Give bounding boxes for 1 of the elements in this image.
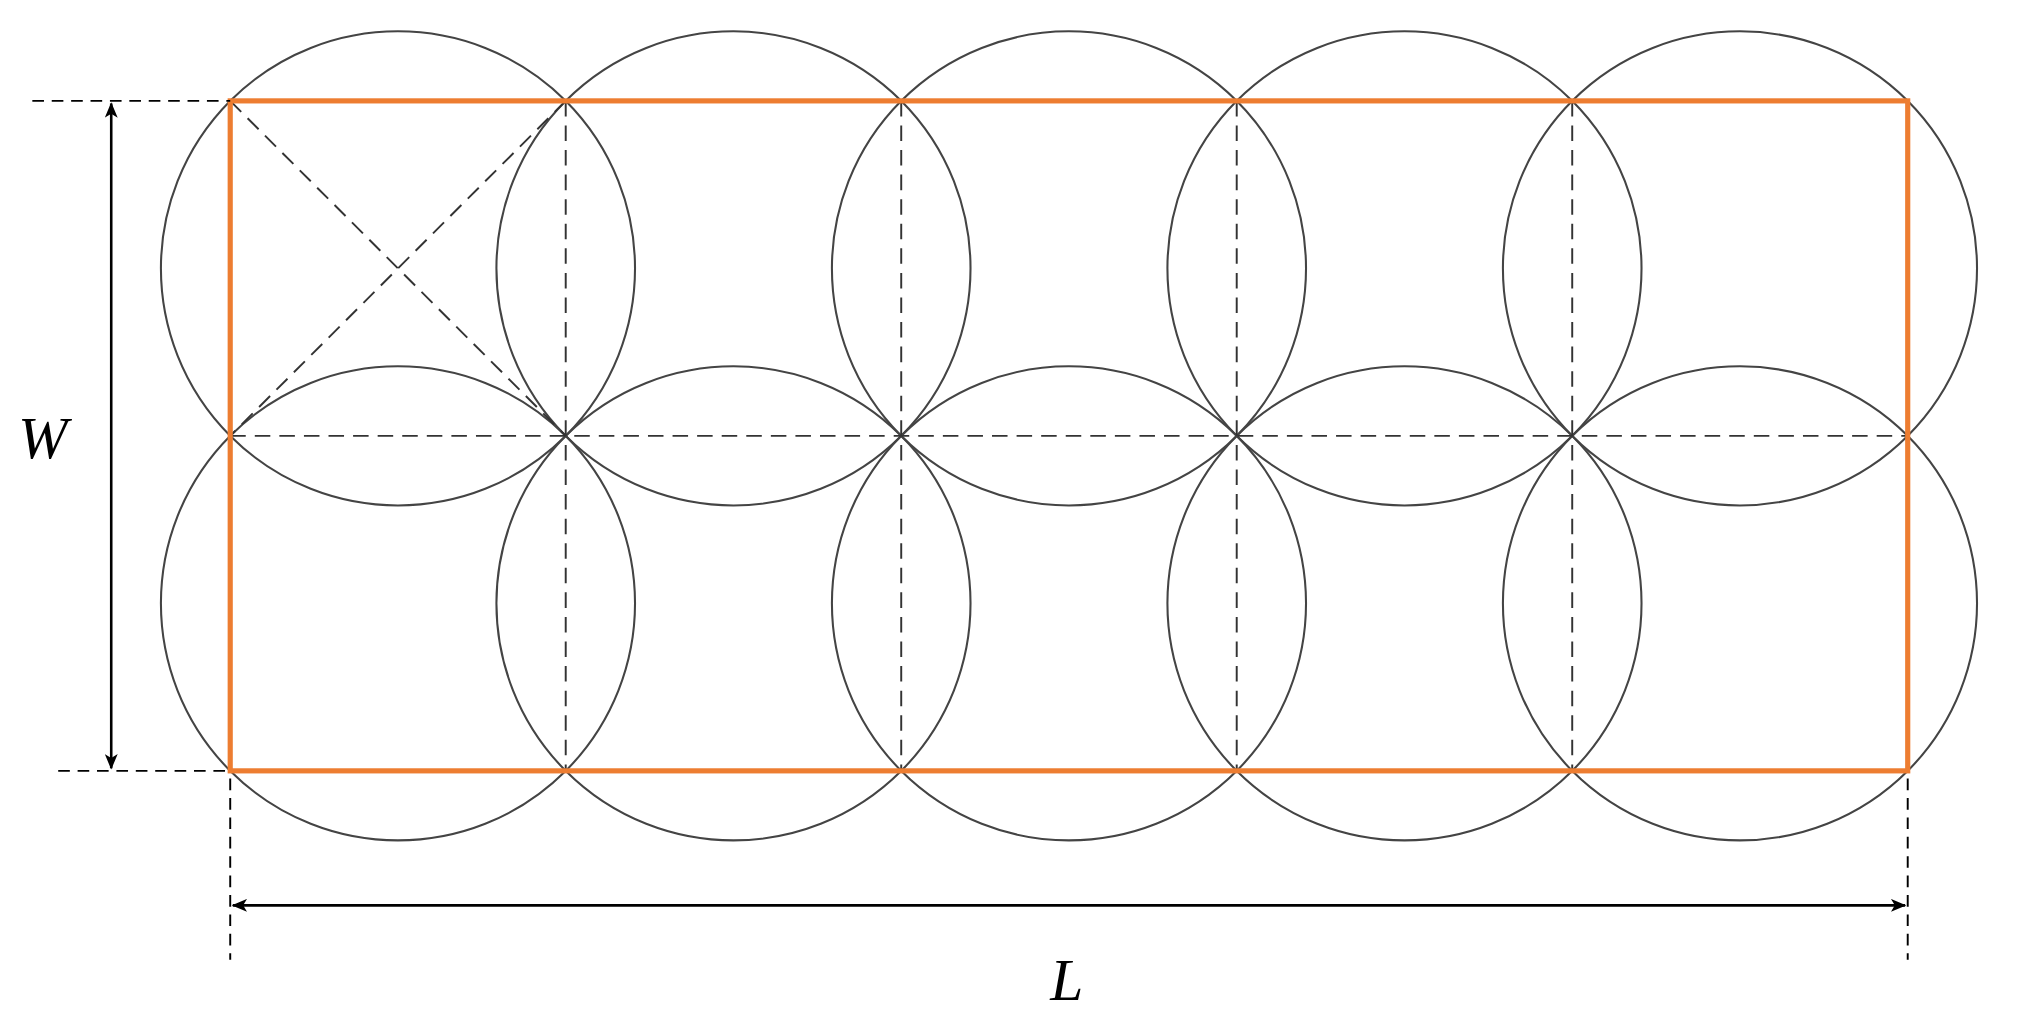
- dimension-label: L: [1050, 950, 1084, 1011]
